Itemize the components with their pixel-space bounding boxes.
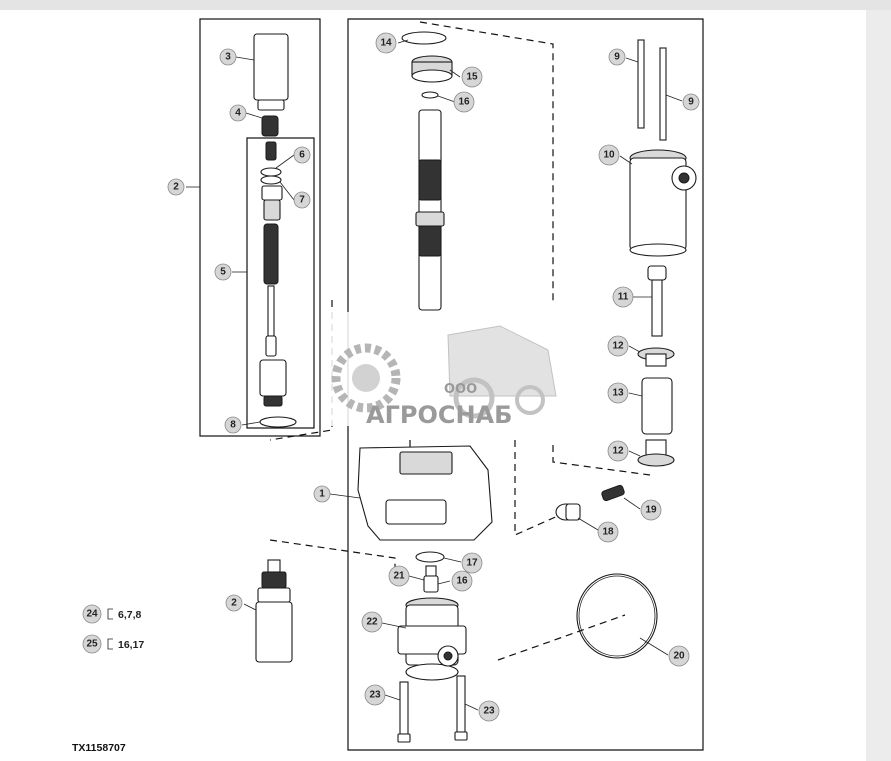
svg-text:2: 2 [231,598,237,609]
callout-21: 21 [388,565,410,587]
part-4-spring [261,115,279,137]
figure-id: TX1158707 [72,742,126,754]
part-1-valve-body [357,445,493,541]
kit-24-contents: 6,7,8 [118,609,142,621]
part-11-pin [647,265,667,337]
svg-text:19: 19 [645,505,657,516]
part-19-spring-small [601,484,625,502]
part-22-end-cap [397,597,467,681]
svg-text:17: 17 [466,558,478,569]
center-spool [415,109,445,311]
callout-16-lower: 16 [451,570,473,592]
callout-9-left: 9 [608,48,626,66]
spool-subgroup-frame [246,137,315,429]
svg-text:16: 16 [456,576,468,587]
svg-text:11: 11 [618,292,629,303]
part-10-housing [629,149,697,257]
svg-text:21: 21 [393,571,405,582]
callout-13: 13 [607,382,629,404]
callout-23-left: 23 [364,684,386,706]
part-12-washer-lower [637,439,675,467]
callout-20: 20 [668,645,690,667]
watermark-logo: ООО АГРОСНАБ [330,312,568,429]
svg-text:22: 22 [366,617,378,628]
svg-text:23: 23 [369,690,381,701]
callout-17: 17 [461,552,483,574]
part-8-o-ring [259,416,297,428]
callout-8: 8 [224,416,242,434]
callout-12-lower: 12 [607,440,629,462]
kit-legend-24: 24 6,7,8 [82,604,142,624]
part-16-o-ring-upper [421,91,439,99]
callout-1: 1 [313,485,331,503]
main-assembly-frame [347,18,704,751]
part-12-washer-upper [637,347,675,367]
part-2-cartridge [255,559,293,663]
callout-11: 11 [612,286,634,308]
callout-15: 15 [461,66,483,88]
callout-9-right: 9 [682,93,700,111]
kit-25-contents: 16,17 [118,639,144,651]
part-15-plug [411,55,453,83]
part-3-cap [253,33,289,111]
callout-24: 24 [82,604,102,624]
part-20-inner-edge [578,575,656,657]
svg-text:9: 9 [688,97,694,108]
callout-19: 19 [640,499,662,521]
svg-text:6: 6 [299,150,305,161]
callout-7: 7 [293,191,311,209]
svg-text:20: 20 [673,651,685,662]
svg-text:3: 3 [225,52,231,63]
svg-text:10: 10 [603,150,615,161]
callout-12-upper: 12 [607,335,629,357]
svg-text:9: 9 [614,52,620,63]
callout-16-upper: 16 [453,91,475,113]
svg-text:23: 23 [483,706,495,717]
cartridge-group-frame [199,18,321,437]
svg-text:1: 1 [319,489,325,500]
part-13-spring [641,377,673,435]
part-9-tubes [637,39,667,141]
svg-text:2: 2 [173,182,179,193]
svg-text:8: 8 [230,420,236,431]
svg-text:12: 12 [612,446,624,457]
svg-text:16: 16 [458,97,470,108]
part-23-bolts [397,675,468,743]
callout-3: 3 [219,48,237,66]
top-bar [0,0,891,10]
svg-text:25: 25 [86,639,98,650]
callout-5: 5 [214,263,232,281]
svg-text:18: 18 [602,527,614,538]
callout-2-upper: 2 [167,178,185,196]
svg-text:24: 24 [86,609,98,620]
callout-2-lower: 2 [225,594,243,612]
svg-text:13: 13 [612,388,624,399]
watermark-company-type: ООО [444,382,477,397]
callout-25: 25 [82,634,102,654]
part-18-plug [555,503,581,521]
part-5-spool [259,141,287,407]
part-17-o-ring [415,551,445,563]
callout-10: 10 [598,144,620,166]
kit-legend-25: 25 16,17 [82,634,144,654]
part-21-fitting [423,565,439,593]
svg-text:15: 15 [466,72,478,83]
svg-text:4: 4 [235,108,241,119]
callout-14: 14 [375,32,397,54]
callout-22: 22 [361,611,383,633]
part-20-large-o-ring [576,573,658,659]
callout-4: 4 [229,104,247,122]
svg-text:12: 12 [612,341,624,352]
svg-text:7: 7 [299,195,305,206]
callout-18: 18 [597,521,619,543]
watermark-company-name: АГРОСНАБ [366,401,512,429]
callout-6: 6 [293,146,311,164]
leader-lines [107,39,683,711]
part-14-seal-ring [401,31,447,45]
callout-23-right: 23 [478,700,500,722]
svg-text:14: 14 [380,38,392,49]
svg-text:5: 5 [220,267,226,278]
